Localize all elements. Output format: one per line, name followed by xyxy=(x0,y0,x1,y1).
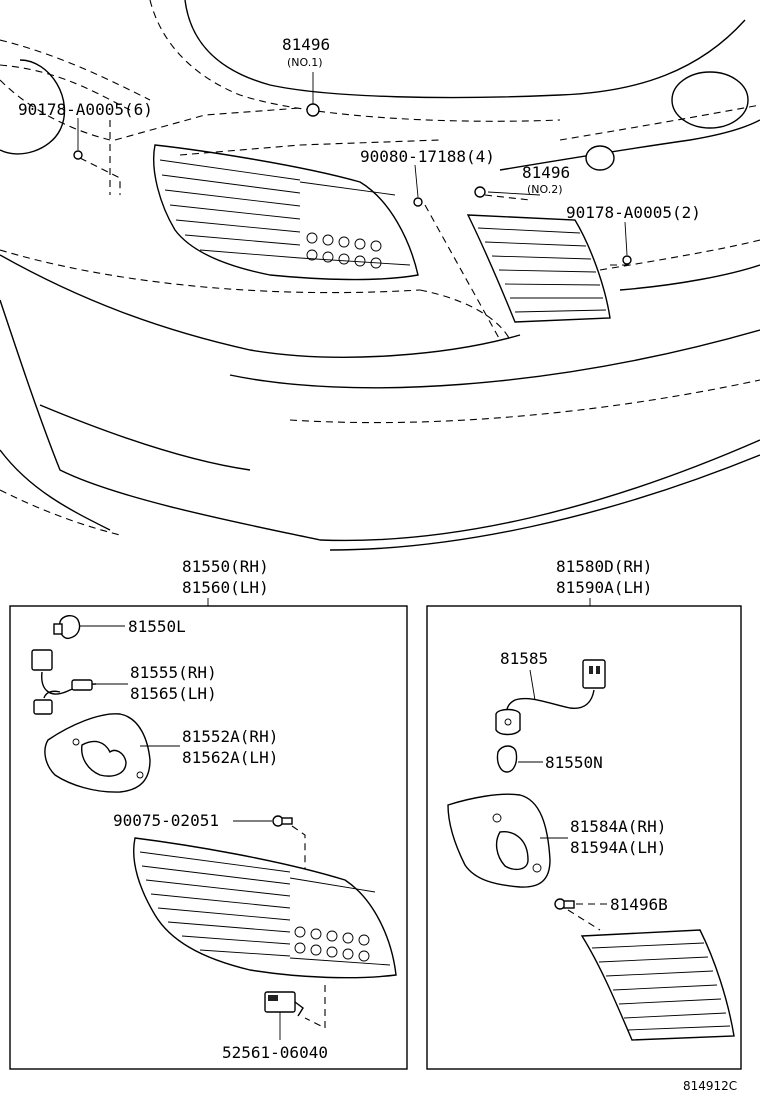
label-screw-mid: 90080-17188(4) xyxy=(360,147,495,166)
label-socket-rh: 81555(RH) xyxy=(130,663,217,682)
label-bulb-left: 81550L xyxy=(128,617,186,636)
label-clip-left: 90178-A0005(6) xyxy=(18,100,153,119)
nut-81496-no2-icon xyxy=(474,186,486,198)
gasket-right-icon xyxy=(447,793,551,888)
label-nut-right: 81496B xyxy=(610,895,668,914)
label-gasket-rh: 81552A(RH) xyxy=(182,727,278,746)
socket-wire-right-icon xyxy=(495,659,606,736)
label-gasket-right-lh: 81594A(LH) xyxy=(570,838,666,857)
label-socket-right: 81585 xyxy=(500,649,548,668)
gasket-left-icon xyxy=(44,713,151,793)
vehicle-body-outline xyxy=(0,0,760,551)
label-clip-right: 90178-A0005(2) xyxy=(566,203,701,222)
label-right-assy-rh: 81580D(RH) xyxy=(556,557,652,576)
bulb-81550l-icon xyxy=(53,615,81,640)
nut-81496-no1-icon xyxy=(306,103,320,117)
vehicle-right-tail-lamp xyxy=(466,214,611,323)
label-81496-no2: 81496 xyxy=(522,163,570,182)
vehicle-fasteners xyxy=(73,103,632,265)
illustration-code: 814912C xyxy=(683,1079,737,1093)
label-81496-no1-sub: (NO.1) xyxy=(287,56,323,69)
socket-plug-icon xyxy=(585,145,615,171)
label-81496-no2-sub: (NO.2) xyxy=(527,183,563,196)
bulb-81550n-icon xyxy=(496,745,518,773)
label-bulb-right: 81550N xyxy=(545,753,603,772)
nut-81496b-icon xyxy=(554,898,575,910)
screw-left-icon xyxy=(272,815,293,827)
clip-right-icon xyxy=(622,255,632,265)
label-right-assy-lh: 81590A(LH) xyxy=(556,578,652,597)
right-assembly-box: 81580D(RH) 81590A(LH) 81585 81550N xyxy=(426,557,742,1070)
vehicle-left-tail-lamp xyxy=(153,144,419,281)
left-tail-lamp-assembly xyxy=(133,837,397,979)
top-labels: 81496 (NO.1) 90178-A0005(6) 90080-17188(… xyxy=(18,35,701,222)
socket-wire-left-icon xyxy=(31,649,97,715)
label-connector-bottom: 52561-06040 xyxy=(222,1043,328,1062)
top-leader-lines xyxy=(77,72,630,341)
right-tail-lamp-assembly xyxy=(580,929,735,1041)
clip-left-icon xyxy=(73,150,83,160)
left-assembly-box: 81550(RH) 81560(LH) 81550L 81555(RH) 815… xyxy=(9,557,408,1070)
label-left-assy-lh: 81560(LH) xyxy=(182,578,269,597)
label-81496-no1: 81496 xyxy=(282,35,330,54)
label-gasket-right-rh: 81584A(RH) xyxy=(570,817,666,836)
connector-bottom-icon xyxy=(264,991,304,1017)
label-socket-lh: 81565(LH) xyxy=(130,684,217,703)
label-gasket-lh: 81562A(LH) xyxy=(182,748,278,767)
label-screw-left: 90075-02051 xyxy=(113,811,219,830)
screw-mid-icon xyxy=(413,197,423,207)
label-left-assy-rh: 81550(RH) xyxy=(182,557,269,576)
